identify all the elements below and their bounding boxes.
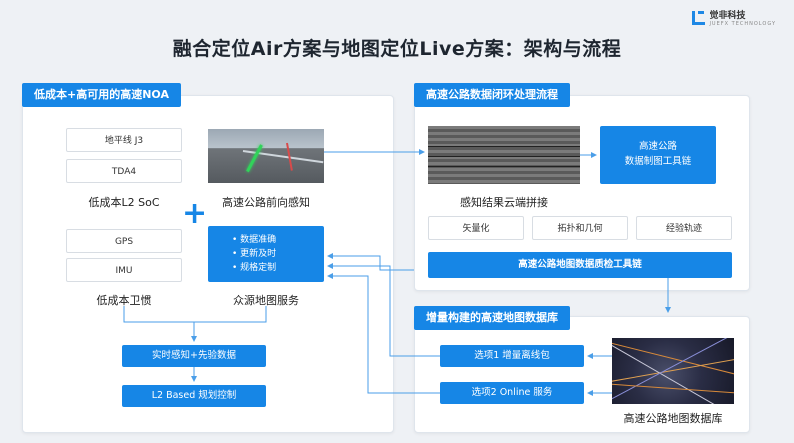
arrow-to-crowd-map [327,253,414,271]
road-perception-image [208,129,324,183]
flow-box-realtime: 实时感知+先验数据 [122,345,266,367]
arrow-offline-to-crowd [327,263,440,357]
arrow-imu-to-realtime [123,306,197,342]
crowd-caption: 众源地图服务 [233,294,299,307]
bullet-custom: 规格定制 [232,261,324,275]
bullet-timely: 更新及时 [232,247,324,261]
plus-icon: + [182,196,208,231]
right-top-header: 高速公路数据闭环处理流程 [414,83,570,107]
imu-chip-gps: GPS [66,229,182,253]
left-panel-header: 低成本+高可用的高速NOA [22,83,181,107]
chip-vectorize: 矢量化 [428,216,524,240]
qa-toolchain-box: 高速公路地图数据质检工具链 [428,252,732,278]
cloud-caption: 感知结果云端拼接 [460,196,548,209]
soc-chip-tda4: TDA4 [66,159,182,183]
option-online-service: 选项2 Online 服务 [440,382,584,404]
arrow-online-to-crowd [327,273,440,394]
page-title: 融合定位Air方案与地图定位Live方案：架构与流程 [172,38,622,60]
arrow-crowd-to-realtime [194,306,267,323]
imu-chip-imu: IMU [66,258,182,282]
logo-subtext: JUEFX TECHNOLOGY [709,21,776,27]
company-logo: 觉非科技 JUEFX TECHNOLOGY [692,8,776,27]
flow-box-planning: L2 Based 规划控制 [122,385,266,407]
soc-chip-j3: 地平线 J3 [66,128,182,152]
map-database-caption: 高速公路地图数据库 [623,412,723,425]
cloud-stitch-image [428,126,580,184]
right-bottom-header: 增量构建的高速地图数据库 [414,306,570,330]
logo-text: 觉非科技 [709,11,746,21]
option-offline-package: 选项1 增量离线包 [440,345,584,367]
crowd-bullets: 数据准确 更新及时 规格定制 [232,233,324,275]
chip-topology: 拓扑和几何 [532,216,628,240]
map-database-image [612,338,734,404]
toolchain-box: 高速公路 数据制图工具链 [600,126,716,184]
chip-trajectory: 经验轨迹 [636,216,732,240]
toolchain-line2: 数据制图工具链 [624,156,692,167]
imu-caption: 低成本卫惯 [96,294,152,307]
perception-caption: 高速公路前向感知 [222,196,310,209]
bullet-accurate: 数据准确 [232,233,324,247]
toolchain-line1: 高速公路 [638,141,677,152]
soc-caption: 低成本L2 SoC [88,196,160,209]
crowd-map-box: 数据准确 更新及时 规格定制 [208,226,324,282]
logo-icon [692,10,706,25]
